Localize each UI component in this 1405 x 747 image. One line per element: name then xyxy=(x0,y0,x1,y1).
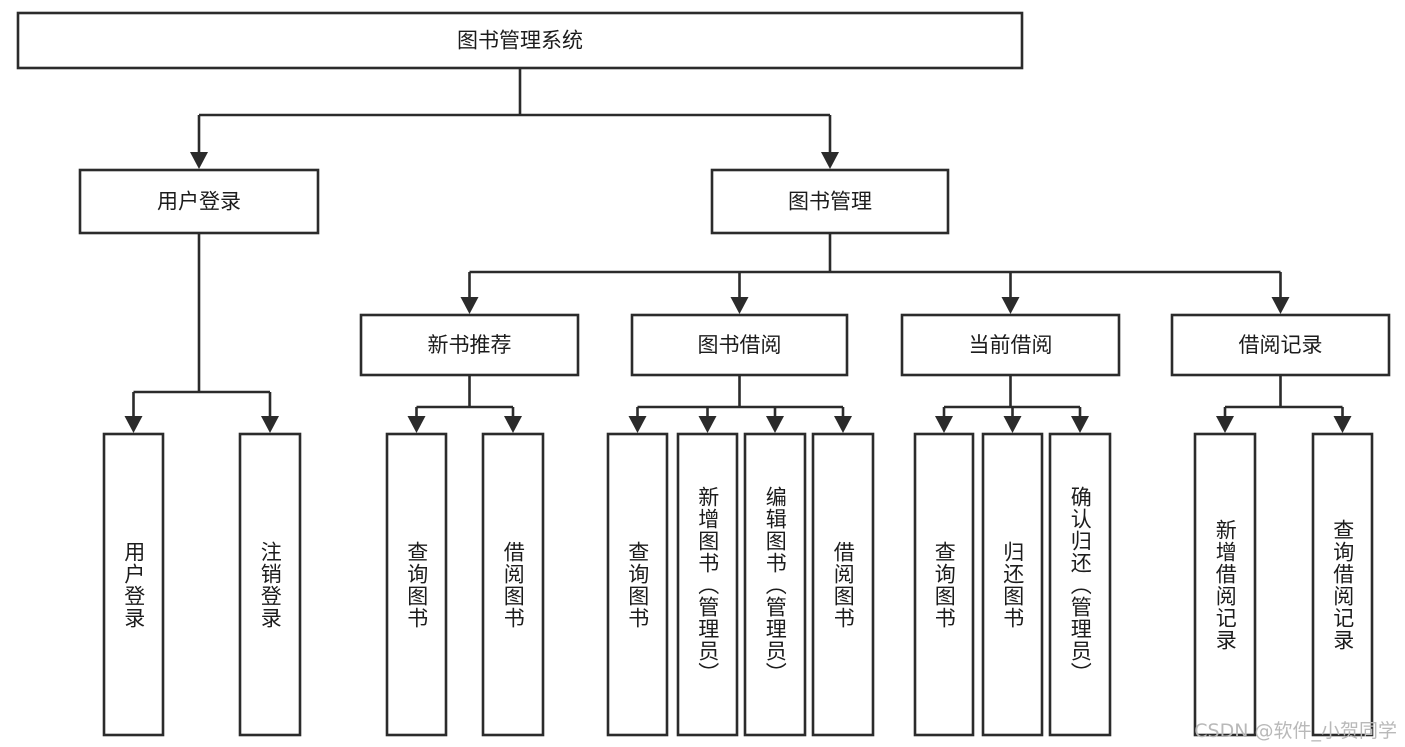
node-box-current-borrow[interactable] xyxy=(900,313,1121,377)
arrow-head-icon xyxy=(766,416,784,433)
node-label-book-manage: 图书管理 xyxy=(788,190,872,214)
node-box-leaf-borrow-book-2[interactable] xyxy=(811,432,875,737)
arrow-head-icon xyxy=(124,416,143,433)
arrow-head-icon xyxy=(504,416,522,433)
node-box-borrow-record[interactable] xyxy=(1170,313,1391,377)
arrow-head-icon xyxy=(1333,416,1352,433)
node-box-leaf-query-record[interactable] xyxy=(1311,432,1374,737)
node-box-book-manage[interactable] xyxy=(710,168,950,235)
watermark-text: CSDN @软件_小贺同学 xyxy=(1194,720,1397,742)
arrow-head-icon xyxy=(935,416,953,433)
edge-borrowrecord-leaves xyxy=(1216,375,1352,433)
arrow-head-icon xyxy=(628,416,647,433)
edge-root-children xyxy=(190,68,839,169)
node-label-root: 图书管理系统 xyxy=(457,29,583,53)
node-box-layer xyxy=(16,11,1391,737)
node-box-user-login[interactable] xyxy=(78,168,320,235)
node-box-leaf-return-book[interactable] xyxy=(981,432,1044,737)
node-label-borrow-record: 借阅记录 xyxy=(1239,333,1323,357)
edge-bookmanage-children xyxy=(460,233,1290,314)
node-box-book-borrow[interactable] xyxy=(630,313,849,377)
node-box-leaf-query-book-3[interactable] xyxy=(913,432,975,737)
arrow-head-icon xyxy=(730,297,749,314)
node-box-root[interactable] xyxy=(16,11,1024,70)
node-box-leaf-query-book-1[interactable] xyxy=(385,432,448,737)
edge-bookborrow-leaves xyxy=(628,375,852,433)
connector-layer xyxy=(124,68,1352,433)
arrow-head-icon xyxy=(834,416,852,433)
node-box-leaf-edit-book[interactable] xyxy=(743,432,807,737)
arrow-head-icon xyxy=(261,416,279,433)
arrow-head-icon xyxy=(407,416,426,433)
node-box-leaf-confirm-return[interactable] xyxy=(1048,432,1112,737)
node-box-leaf-query-book-2[interactable] xyxy=(606,432,669,737)
node-label-new-book-rec: 新书推荐 xyxy=(428,333,512,357)
arrow-head-icon xyxy=(1071,416,1089,433)
node-box-leaf-add-record[interactable] xyxy=(1193,432,1257,737)
edge-newbook-leaves xyxy=(407,375,522,433)
edge-userlogin-leaves xyxy=(124,233,279,433)
arrow-head-icon xyxy=(1003,416,1022,433)
arrow-head-icon xyxy=(190,152,208,169)
arrow-head-icon xyxy=(1001,297,1020,314)
arrow-head-icon xyxy=(1216,416,1234,433)
node-box-new-book-rec[interactable] xyxy=(359,313,580,377)
arrow-head-icon xyxy=(460,297,479,314)
node-box-leaf-logout[interactable] xyxy=(238,432,302,737)
node-label-user-login: 用户登录 xyxy=(157,190,241,214)
node-box-leaf-add-book[interactable] xyxy=(676,432,739,737)
node-label-book-borrow: 图书借阅 xyxy=(698,333,782,357)
arrow-head-icon xyxy=(1271,297,1290,314)
node-label-current-borrow: 当前借阅 xyxy=(969,333,1053,357)
arrow-head-icon xyxy=(698,416,717,433)
arrow-head-icon xyxy=(821,152,839,169)
node-box-leaf-user-login[interactable] xyxy=(102,432,165,737)
node-box-leaf-borrow-book-1[interactable] xyxy=(481,432,545,737)
edge-currentborrow-leaves xyxy=(935,375,1089,433)
